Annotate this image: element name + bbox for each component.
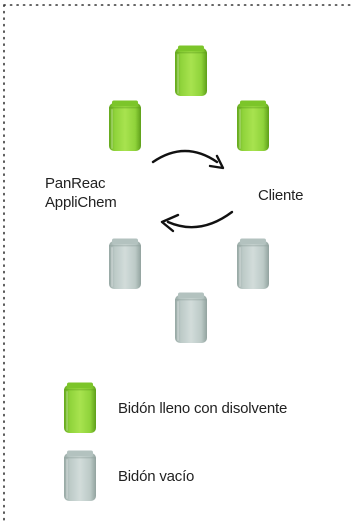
curved-arrow-right-icon: [151, 149, 225, 170]
full-drum-icon: [236, 100, 270, 152]
legend-full-drum-icon: [63, 382, 97, 434]
empty-drum-icon: [174, 292, 208, 344]
empty-drum-icon: [236, 238, 270, 290]
curved-arrow-left-icon: [160, 210, 234, 233]
legend-empty-label: Bidón vacío: [118, 468, 195, 485]
full-drum-icon: [108, 100, 142, 152]
supplier-label-line-2: AppliChem: [45, 194, 117, 211]
supplier-label: PanReac AppliChem: [45, 174, 117, 212]
supplier-label-line-1: PanReac: [45, 175, 106, 192]
full-drum-icon: [174, 45, 208, 97]
legend-empty-drum-icon: [63, 450, 97, 502]
legend-full-label: Bidón lleno con disolvente: [118, 400, 288, 417]
client-label: Cliente: [258, 187, 304, 204]
empty-drum-icon: [108, 238, 142, 290]
